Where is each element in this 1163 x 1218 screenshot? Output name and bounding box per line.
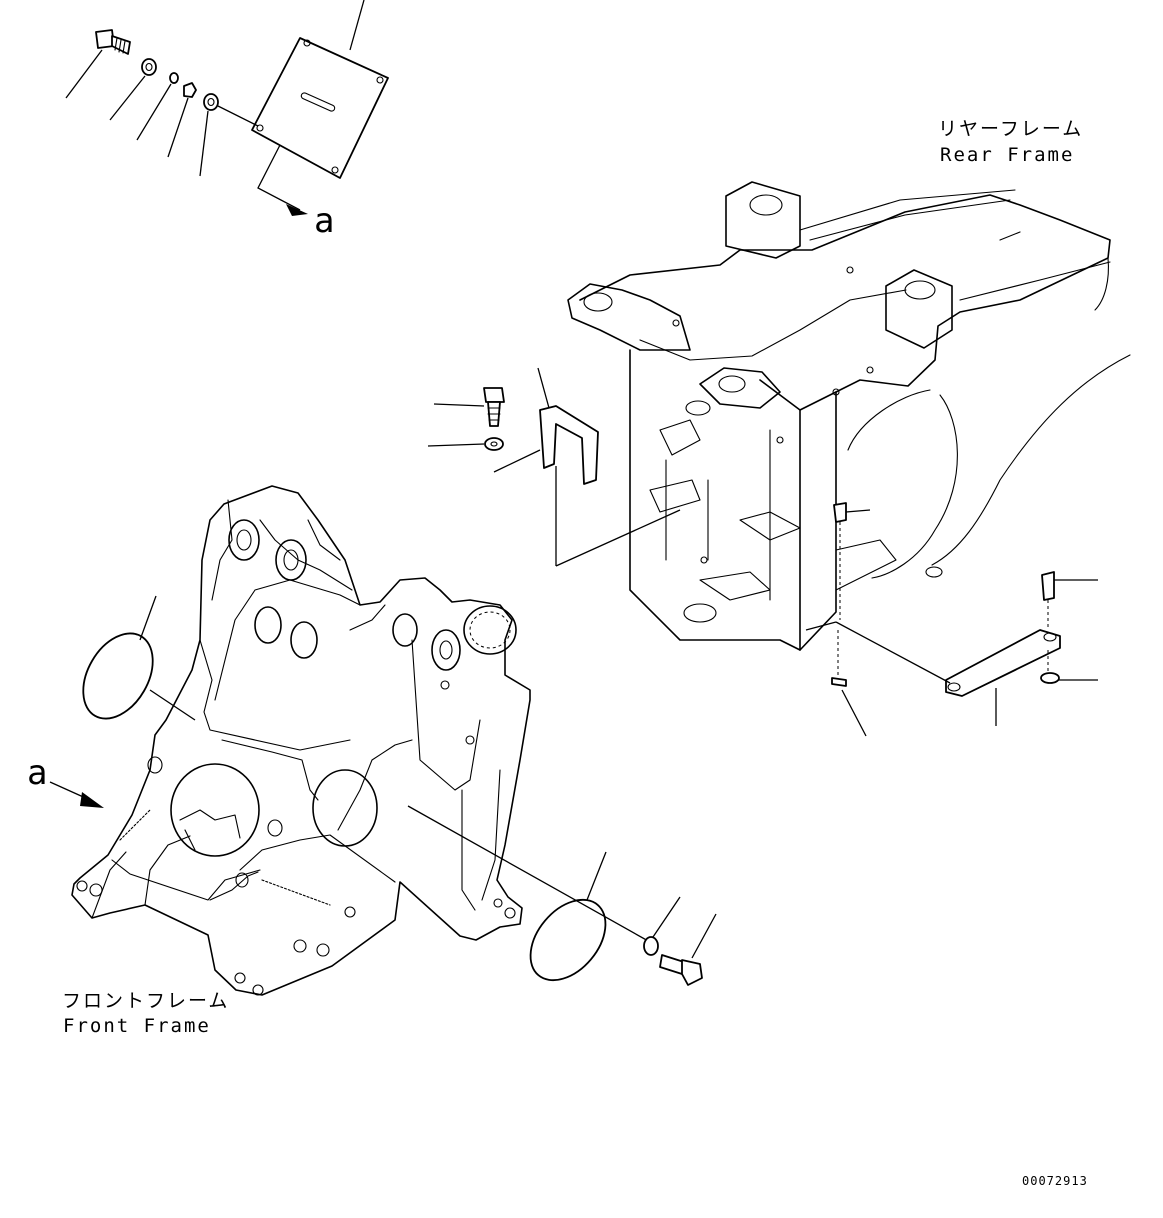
cover-plate xyxy=(251,37,389,179)
washer-top-3 xyxy=(203,93,219,111)
washer-top-2 xyxy=(169,72,179,84)
front-frame-label-en: Front Frame xyxy=(63,1015,211,1037)
view-reference-a-left: a xyxy=(27,753,48,793)
washer-top-1 xyxy=(141,58,157,76)
boss-bore-6 xyxy=(431,629,461,671)
plate-slot xyxy=(300,92,336,112)
rear-frame-label-en: Rear Frame xyxy=(940,144,1075,166)
left-cover-disc xyxy=(82,595,196,721)
rear-frame xyxy=(567,181,1131,651)
access-hole-center xyxy=(170,763,260,857)
right-cover-disc xyxy=(407,805,717,986)
view-reference-a-top: a xyxy=(314,201,335,241)
rear-frame-label-jp: リヤーフレーム xyxy=(938,118,1084,140)
pin-right xyxy=(1041,571,1055,601)
nut-right xyxy=(1040,672,1060,684)
washer-bottom xyxy=(643,936,659,956)
boss-bore-1 xyxy=(228,519,260,561)
nut-top xyxy=(183,82,197,98)
strap-bracket xyxy=(537,367,681,567)
access-hole-right xyxy=(312,769,378,847)
front-frame xyxy=(71,485,531,996)
washer-middle xyxy=(484,437,504,451)
link-rod xyxy=(945,629,1061,726)
drawing-number: 00072913 xyxy=(1022,1174,1088,1188)
arrow-head-top xyxy=(286,204,308,216)
ring-mount xyxy=(463,605,517,655)
arrow-head-left xyxy=(80,792,104,808)
cover-plate-group xyxy=(65,0,389,216)
pin-upper xyxy=(833,502,847,523)
boss-bore-2 xyxy=(275,539,307,581)
bolt-bottom xyxy=(659,954,703,986)
front-frame-label-jp: フロントフレーム xyxy=(62,990,230,1012)
bolt-top xyxy=(95,29,131,55)
boss-bore-4 xyxy=(290,621,318,659)
boss-bore-5 xyxy=(392,613,418,647)
boss-bore-3 xyxy=(254,606,282,644)
cotter-pin xyxy=(831,677,847,687)
bolt-middle xyxy=(483,387,505,427)
